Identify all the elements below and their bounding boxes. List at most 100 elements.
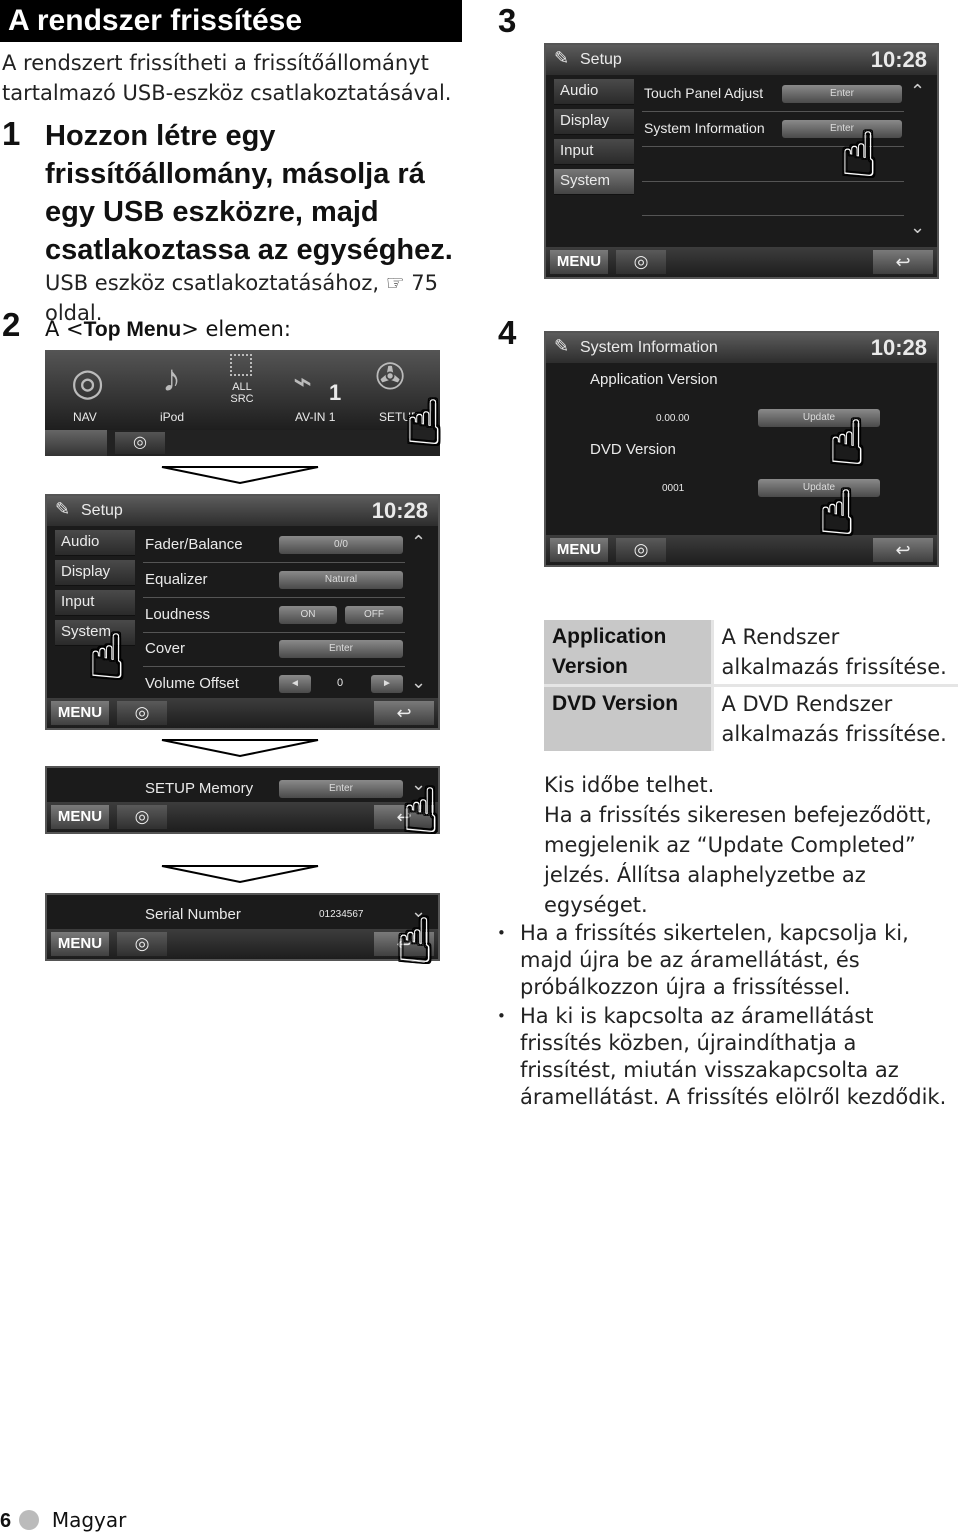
home-icon[interactable]: ◎: [117, 805, 167, 829]
row-label: Touch Panel Adjust: [644, 85, 764, 101]
application-update-button[interactable]: Update: [758, 409, 880, 427]
hand-pointer-icon: ☝: [828, 406, 866, 479]
home-icon[interactable]: ◎: [115, 432, 165, 454]
down-arrow-icon: [161, 466, 319, 485]
down-arrow-icon: [161, 739, 319, 758]
back-icon[interactable]: ↩: [374, 805, 434, 829]
menu-button[interactable]: MENU: [51, 932, 109, 956]
home-icon[interactable]: ◎: [117, 701, 167, 725]
side-item-system[interactable]: System: [55, 620, 135, 646]
scroll-down-icon[interactable]: ⌄: [411, 672, 427, 692]
screen-title: Setup: [81, 502, 123, 519]
list-item: Ha ki is kapcsolta az áramellátást friss…: [497, 1003, 957, 1111]
serial-number-screen: Serial Number 01234567 ⌄ MENU ◎ ↩: [45, 893, 440, 961]
side-item-input[interactable]: Input: [554, 139, 634, 165]
ipod-icon[interactable]: ♪: [162, 358, 181, 400]
scroll-down-icon[interactable]: ⌄: [411, 901, 427, 921]
setup-memory-screen: SETUP Memory Enter ⌄ MENU ◎ ↩: [45, 766, 440, 834]
note-line: Ha a frissítés sikeresen befejeződött, m…: [544, 803, 932, 917]
step-1-reference: USB eszköz csatlakoztatásához, ☞ 75 olda…: [45, 271, 438, 325]
hand-pointer-icon: ☝: [405, 386, 443, 459]
row-label: Serial Number: [145, 906, 241, 923]
page-dot-icon: [19, 1510, 40, 1530]
volume-down-button[interactable]: ◄: [279, 675, 311, 693]
table-value: A Rendszer alkalmazás frissítése.: [710, 620, 958, 686]
av-in-label: AV-IN 1: [295, 410, 336, 424]
hand-pointer-icon: ☝: [840, 118, 878, 191]
home-icon[interactable]: ◎: [616, 250, 666, 274]
home-icon[interactable]: ◎: [117, 932, 167, 956]
clock: 10:28: [870, 335, 927, 360]
wrench-icon: ✎: [55, 499, 71, 519]
side-item-display[interactable]: Display: [554, 109, 634, 135]
dvd-update-button[interactable]: Update: [758, 479, 880, 497]
menu-button[interactable]: MENU: [550, 538, 608, 562]
nav-icon[interactable]: ◎: [71, 362, 105, 404]
notes: Kis időbe telhet. Ha a frissítés sikeres…: [544, 770, 960, 920]
row-label: Volume Offset: [145, 675, 239, 692]
side-item-display[interactable]: Display: [55, 560, 135, 586]
list-item: Ha a frissítés sikertelen, kapcsolja ki,…: [497, 920, 957, 1001]
setup-memory-enter-button[interactable]: Enter: [279, 780, 403, 798]
loudness-off-button[interactable]: OFF: [345, 606, 403, 624]
equalizer-button[interactable]: Natural: [279, 571, 403, 589]
bullet-list: Ha a frissítés sikertelen, kapcsolja ki,…: [497, 920, 957, 1113]
side-item-audio[interactable]: Audio: [554, 79, 634, 105]
scroll-up-icon[interactable]: ⌃: [910, 81, 926, 101]
back-icon[interactable]: ↩: [374, 701, 434, 725]
screen-title: Setup: [580, 51, 622, 68]
back-icon[interactable]: ↩: [873, 538, 933, 562]
all-src-label: ALL SRC: [230, 381, 254, 405]
av-in-icon[interactable]: ⌁: [293, 363, 313, 399]
setup-wrench-icon[interactable]: ✇: [375, 356, 406, 397]
scroll-down-icon[interactable]: ⌄: [910, 217, 926, 237]
system-information-enter-button[interactable]: Enter: [782, 120, 902, 138]
volume-offset-value: 0: [337, 677, 344, 689]
cover-enter-button[interactable]: Enter: [279, 640, 403, 658]
row-label: Equalizer: [145, 571, 208, 588]
menu-button[interactable]: MENU: [51, 701, 109, 725]
setup-system-screen: ✎ Setup 10:28 Audio Display Input System…: [544, 43, 939, 279]
page-title: A rendszer frissítése: [0, 0, 462, 42]
table-key: DVD Version: [544, 684, 712, 751]
note-line: Kis időbe telhet.: [544, 773, 715, 797]
back-icon[interactable]: ↩: [873, 250, 933, 274]
side-item-input[interactable]: Input: [55, 590, 135, 616]
down-arrow-icon: [161, 865, 319, 884]
step-1-number: 1: [2, 115, 21, 152]
top-menu-screen: ◎ ♪ ALL SRC ⌁ 1 ✇ NAV iPod AV-IN 1 SETUP…: [45, 350, 440, 456]
menu-button[interactable]: MENU: [51, 805, 109, 829]
application-version-value: 0.00.00: [656, 413, 690, 424]
hand-pointer-icon: ☝: [818, 476, 856, 549]
footer-language: Magyar: [51, 1508, 127, 1532]
hand-pointer-icon: ☝: [402, 774, 440, 847]
menu-button-dim[interactable]: [45, 430, 107, 456]
scroll-up-icon[interactable]: ⌃: [411, 532, 427, 552]
dvd-version-label: DVD Version: [590, 441, 676, 458]
hand-pointer-icon: ☝: [88, 620, 126, 693]
step-3-number: 3: [498, 2, 517, 39]
page-footer: 6 Magyar: [0, 1508, 126, 1533]
table-row: DVD Version A DVD Rendszer alkalmazás fr…: [544, 684, 958, 751]
back-icon[interactable]: ↩: [374, 932, 434, 956]
touch-panel-enter-button[interactable]: Enter: [782, 85, 902, 103]
wrench-icon: ✎: [554, 48, 570, 68]
all-src-icon[interactable]: [230, 354, 252, 376]
table-row: Application Version A Rendszer alkalmazá…: [544, 620, 958, 686]
loudness-on-button[interactable]: ON: [279, 606, 337, 624]
fader-balance-button[interactable]: 0/0: [279, 536, 403, 554]
step-1-text: Hozzon létre egy frissítőállomány, másol…: [45, 120, 453, 266]
step-2-text: A <Top Menu> elemen:: [45, 317, 291, 341]
row-label: Loudness: [145, 606, 211, 623]
menu-button[interactable]: MENU: [550, 250, 608, 274]
row-label: Fader/Balance: [145, 536, 243, 553]
system-information-screen: ✎ System Information 10:28 Application V…: [544, 331, 939, 567]
side-item-audio[interactable]: Audio: [55, 530, 135, 556]
setup-audio-screen: ✎ Setup 10:28 Audio Display Input System…: [45, 494, 440, 730]
scroll-down-icon[interactable]: ⌄: [411, 774, 427, 794]
home-icon[interactable]: ◎: [616, 538, 666, 562]
application-version-label: Application Version: [590, 371, 718, 388]
volume-up-button[interactable]: ►: [371, 675, 403, 693]
screen-title: System Information: [580, 339, 718, 356]
side-item-system[interactable]: System: [554, 169, 634, 195]
